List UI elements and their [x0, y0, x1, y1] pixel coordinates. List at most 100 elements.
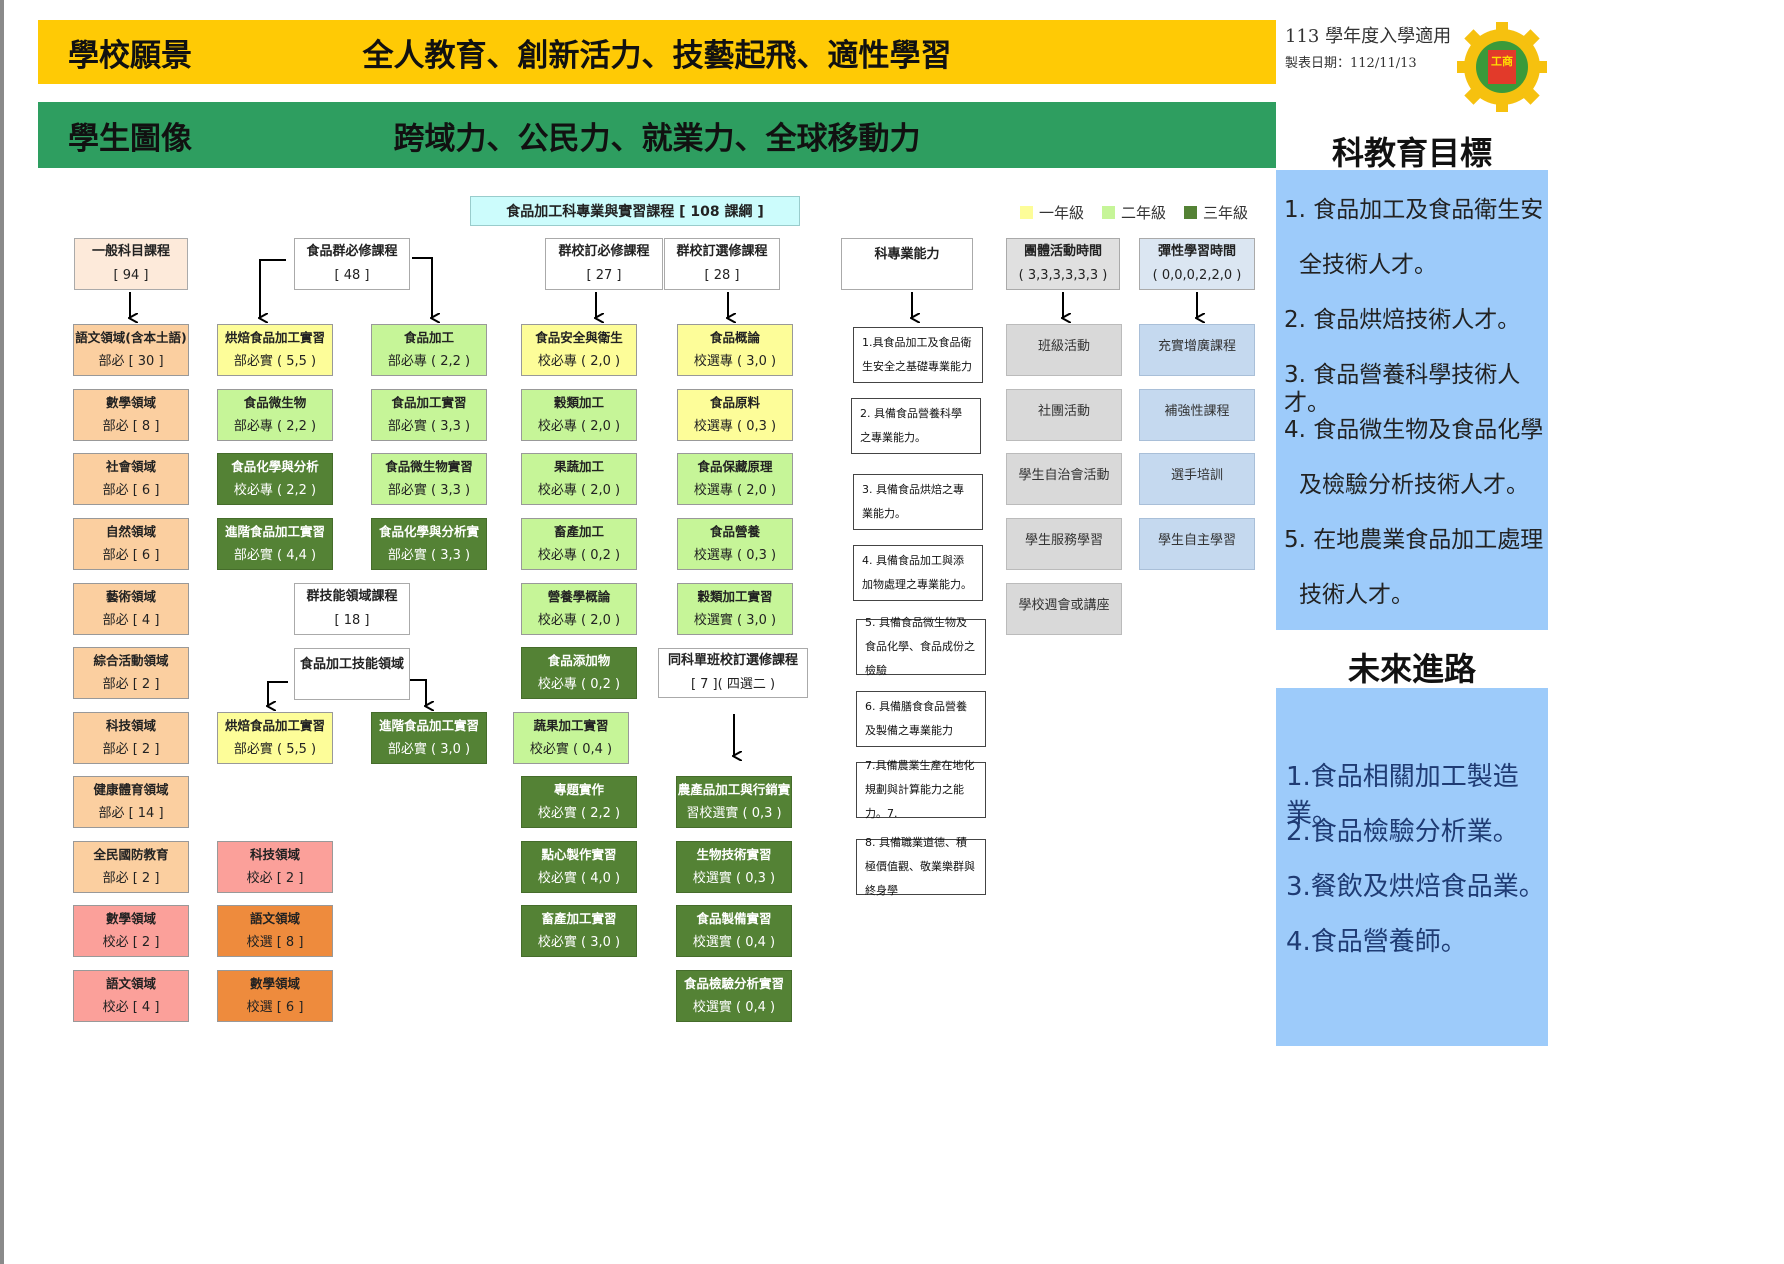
course-title: 科技領域: [249, 847, 300, 862]
course-credit: 校選實 ( 0,3 ): [692, 871, 776, 886]
course-title: 自然領域: [105, 524, 156, 539]
course-title: 語文領域: [105, 976, 156, 991]
course-credit: 部必實 ( 4,4 ): [233, 548, 317, 563]
header-title: 群校訂必修課程: [558, 244, 650, 259]
course-title: 食品加工實習: [391, 395, 467, 410]
activity-box: 社團活動: [1006, 389, 1122, 441]
goal-item: 3. 食品營養科學技術人才。: [1284, 362, 1521, 416]
course-box: 烘焙食品加工實習部必實 ( 5,5 ): [217, 324, 333, 376]
course-box: 藝術領域部必 [ 4 ]: [73, 583, 189, 635]
header-school-elective: 群校訂選修課程 [ 28 ]: [664, 238, 780, 290]
course-box: 穀類加工校必專 ( 2,0 ): [521, 389, 637, 441]
portrait-label: 學生圖像: [68, 120, 192, 157]
course-box: 科技領域部必 [ 2 ]: [73, 712, 189, 764]
course-credit: 校必專 ( 0,2 ): [537, 548, 621, 563]
course-title: 點心製作實習: [541, 847, 617, 862]
course-title: 食品原料: [709, 395, 760, 410]
course-box: 食品概論校選專 ( 3,0 ): [677, 324, 793, 376]
header-sub: [ 48 ]: [334, 268, 370, 283]
goal-item: 1. 食品加工及食品衛生安: [1284, 197, 1544, 223]
course-box: 畜產加工校必專 ( 0,2 ): [521, 518, 637, 570]
course-credit: 校必實 ( 2,2 ): [537, 806, 621, 821]
course-credit: 部必 [ 2 ]: [102, 742, 160, 757]
course-title: 食品化學與分析: [231, 459, 319, 474]
course-box: 畜產加工實習校必實 ( 3,0 ): [521, 905, 637, 957]
course-title: 畜產加工實習: [541, 911, 617, 926]
course-credit: 部必 [ 6 ]: [102, 548, 160, 563]
activity-box: 學生服務學習: [1006, 518, 1122, 570]
course-credit: 部必 [ 2 ]: [102, 677, 160, 692]
goal-item: 及檢驗分析技術人才。: [1299, 472, 1529, 498]
competency-box: 2. 具備食品營養科學之專業能力。: [851, 398, 981, 454]
flex-box: 學生自主學習: [1139, 518, 1255, 570]
course-title: 數學領域: [105, 395, 156, 410]
course-credit: 校必 [ 2 ]: [246, 871, 304, 886]
legend-label: 二年級: [1121, 204, 1167, 222]
header-sub: [ 7 ]( 四選二 ): [690, 677, 776, 692]
future-title: 未來進路: [1347, 650, 1476, 688]
course-box: 營養學概論校必專 ( 2,0 ): [521, 583, 637, 635]
header-cross-class: 同科單班校訂選修課程 [ 7 ]( 四選二 ): [658, 648, 808, 698]
course-credit: 校必專 ( 2,0 ): [537, 354, 621, 369]
course-credit: 校選實 ( 0,4 ): [692, 1000, 776, 1015]
course-box: 烘焙食品加工實習部必實 ( 5,5 ): [217, 712, 333, 764]
flex-box: 選手培訓: [1139, 453, 1255, 505]
course-box: 果蔬加工校必專 ( 2,0 ): [521, 453, 637, 505]
course-title: 社會領域: [105, 459, 156, 474]
goal-item: 2. 食品烘焙技術人才。: [1284, 307, 1521, 333]
course-credit: 部必實 ( 3,3 ): [387, 483, 471, 498]
course-credit: 校必實 ( 4,0 ): [537, 871, 621, 886]
goals-title: 科教育目標: [1331, 134, 1492, 172]
course-box: 食品安全與衛生校必專 ( 2,0 ): [521, 324, 637, 376]
school-logo: 工商: [1455, 20, 1549, 114]
competency-box: 5. 具備食品微生物及食品化學、食品成份之檢驗: [856, 616, 986, 677]
vision-label: 學校願景: [68, 37, 192, 74]
course-credit: 部必 [ 30 ]: [98, 354, 164, 369]
course-box: 食品微生物實習部必實 ( 3,3 ): [371, 453, 487, 505]
course-credit: 校必專 ( 2,0 ): [537, 419, 621, 434]
competency-box: 6. 具備膳食食品營養及製備之專業能力: [856, 691, 986, 747]
course-title: 進階食品加工實習: [224, 524, 325, 539]
course-credit: 校選實 ( 0,4 ): [692, 935, 776, 950]
course-title: 食品加工: [403, 330, 454, 345]
course-title: 科技領域: [105, 718, 156, 733]
course-title: 畜產加工: [553, 524, 604, 539]
course-credit: 校選 [ 8 ]: [246, 935, 304, 950]
competency-box: 3. 具備食品烘焙之專業能力。: [853, 474, 983, 530]
header-competency: 科專業能力: [841, 238, 973, 290]
course-box: 食品微生物部必專 ( 2,2 ): [217, 389, 333, 441]
goal-item: 4. 食品微生物及食品化學: [1284, 417, 1544, 443]
header-sub: [ 27 ]: [586, 268, 622, 283]
course-credit: 部必實 ( 5,5 ): [233, 742, 317, 757]
activity-box: 學生自治會活動: [1006, 453, 1122, 505]
course-title: 進階食品加工實習: [378, 718, 479, 733]
course-credit: 習校選實 ( 0,3 ): [686, 806, 782, 821]
header-sub: ( 3,3,3,3,3,3 ): [1018, 268, 1108, 283]
course-box: 蔬果加工實習校必實 ( 0,4 ): [513, 712, 629, 764]
course-title: 食品安全與衛生: [535, 330, 623, 345]
course-credit: 校必專 ( 2,0 ): [537, 613, 621, 628]
course-title: 健康體育領域: [93, 782, 169, 797]
future-item: 3.餐飲及烘焙食品業。: [1286, 872, 1545, 902]
course-box: 語文領域(含本土語)部必 [ 30 ]: [73, 324, 189, 376]
course-box: 生物技術實習校選實 ( 0,3 ): [676, 841, 792, 893]
course-title: 綜合活動領域: [93, 653, 169, 668]
course-box: 食品營養校選專 ( 0,3 ): [677, 518, 793, 570]
course-box: 穀類加工實習校選實 ( 3,0 ): [677, 583, 793, 635]
goal-item: 全技術人才。: [1299, 252, 1437, 278]
course-title: 烘焙食品加工實習: [224, 718, 325, 733]
course-credit: 部必專 ( 2,2 ): [387, 354, 471, 369]
course-credit: 部必實 ( 3,0 ): [387, 742, 471, 757]
course-title: 果蔬加工: [553, 459, 604, 474]
header-sub: [ 94 ]: [113, 268, 149, 283]
course-box: 綜合活動領域部必 [ 2 ]: [73, 647, 189, 699]
course-box: 自然領域部必 [ 6 ]: [73, 518, 189, 570]
course-box: 專題實作校必實 ( 2,2 ): [521, 776, 637, 828]
header-group-required: 食品群必修課程 [ 48 ]: [294, 238, 410, 290]
header-general: 一般科目課程 [ 94 ]: [74, 238, 188, 290]
course-title: 蔬果加工實習: [533, 718, 609, 733]
logo-chars: 工商: [1491, 55, 1513, 68]
course-credit: 部必實 ( 3,3 ): [387, 548, 471, 563]
legend-label: 三年級: [1203, 204, 1249, 222]
